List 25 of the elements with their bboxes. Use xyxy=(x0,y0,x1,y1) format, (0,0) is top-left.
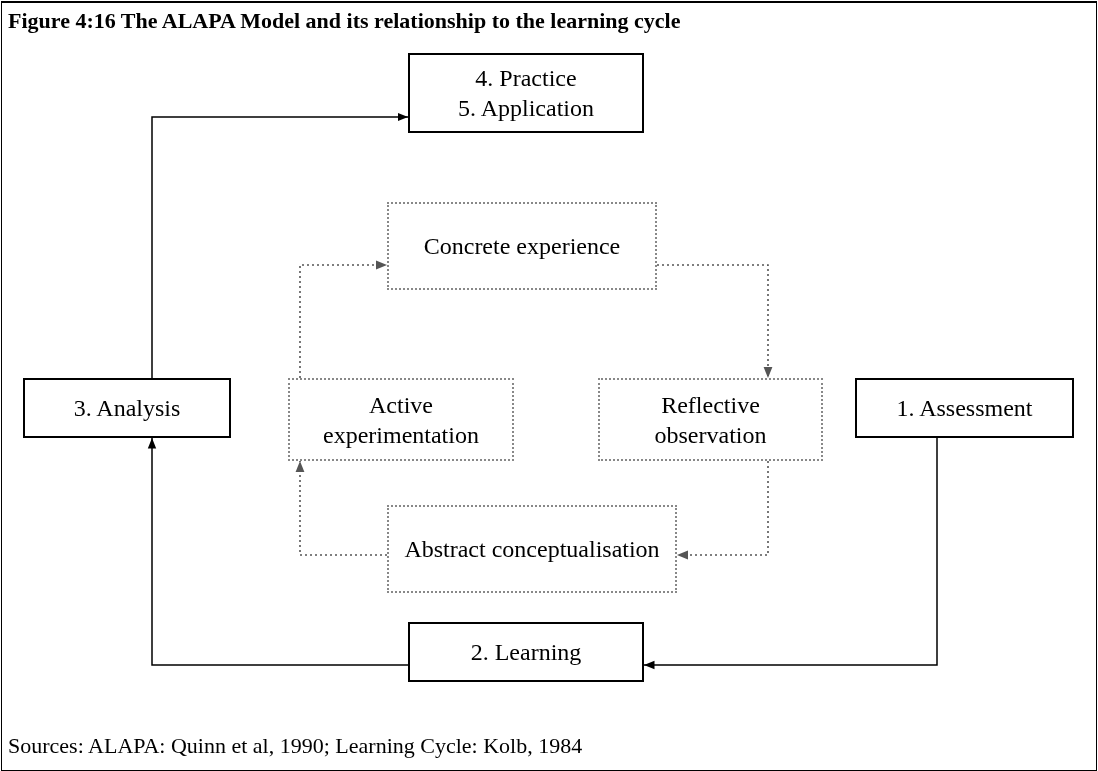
box-label: Reflective observation xyxy=(653,390,768,450)
box-label: Active experimentation xyxy=(322,390,480,450)
arrow xyxy=(643,437,938,670)
process-box xyxy=(855,378,1074,438)
box-label: Concrete experience xyxy=(422,232,622,261)
figure-title: Figure 4:16 The ALAPA Model and its relationship to the learning cycle xyxy=(8,8,681,34)
process-box xyxy=(408,53,644,133)
box-label: 2. Learning xyxy=(469,638,583,667)
dotted-box xyxy=(387,505,677,593)
arrow xyxy=(676,460,769,560)
box-label: 5. Application xyxy=(457,94,595,123)
arrow xyxy=(295,460,388,556)
box-label: 1. Assessment xyxy=(895,394,1034,423)
box-label: 3. Analysis xyxy=(72,394,182,423)
process-box xyxy=(23,378,231,438)
dotted-box xyxy=(288,378,514,461)
process-box xyxy=(408,622,644,682)
arrow xyxy=(151,112,409,379)
box-label: Abstract conceptualisation xyxy=(403,535,661,564)
dotted-box xyxy=(598,378,823,461)
arrow xyxy=(147,437,409,666)
arrow xyxy=(299,260,388,379)
dotted-box xyxy=(387,202,657,290)
box-label: 4. Practice xyxy=(474,64,578,93)
source-caption: Sources: ALAPA: Quinn et al, 1990; Learning Cycle: Kolb, 1984 xyxy=(8,733,583,759)
